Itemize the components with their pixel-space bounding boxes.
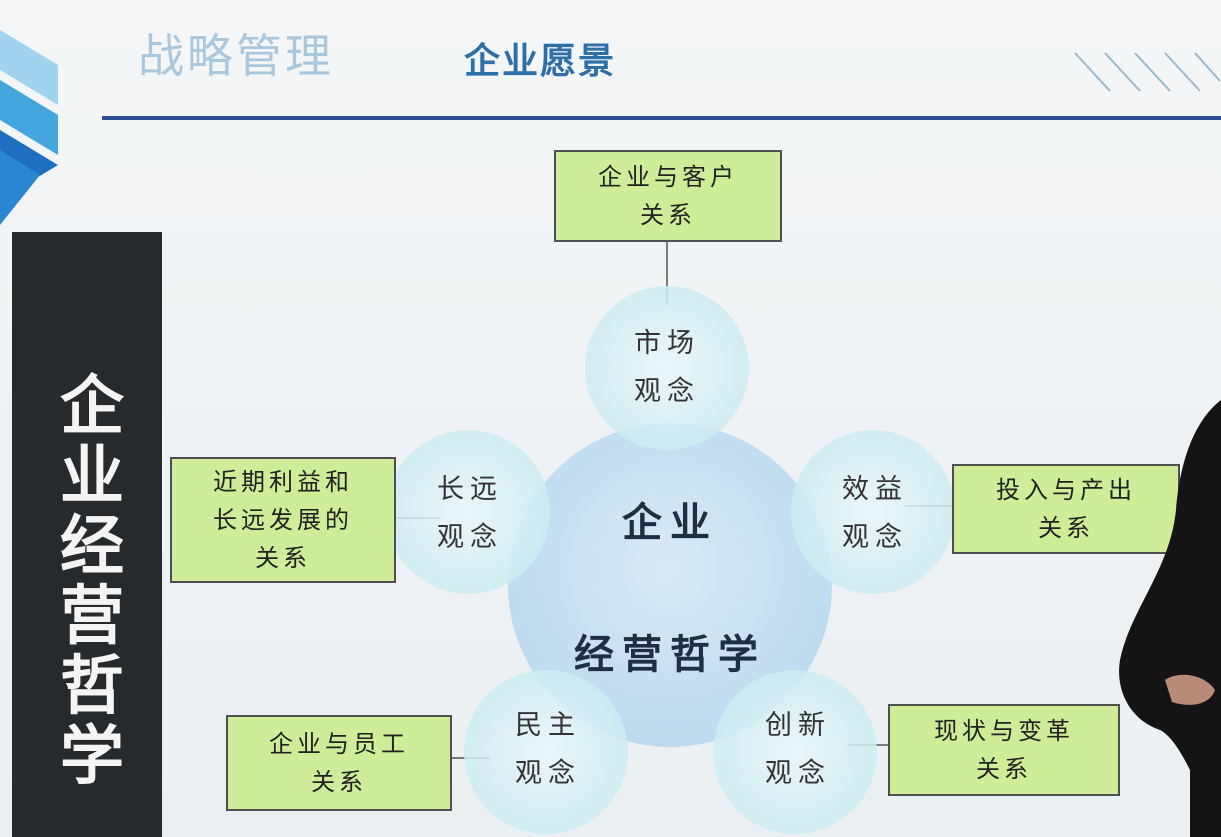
concept-label-line: 观念 bbox=[515, 758, 581, 789]
relation-box-input-output: 投入与产出 关系 bbox=[952, 464, 1180, 554]
concept-label-line: 观念 bbox=[765, 758, 831, 789]
concept-circle-innovation bbox=[713, 670, 877, 834]
center-circle bbox=[508, 423, 832, 747]
relation-line: 关系 bbox=[1038, 514, 1094, 542]
relation-box-employee: 企业与员工 关系 bbox=[226, 715, 452, 811]
concept-circle-democracy bbox=[464, 670, 628, 834]
relation-line: 企业与客户 bbox=[598, 163, 738, 191]
side-label-char: 哲 bbox=[60, 650, 124, 724]
concept-label-line: 效益 bbox=[842, 474, 908, 505]
side-label-char: 业 bbox=[60, 440, 124, 514]
header-divider bbox=[102, 116, 1221, 120]
relation-box-customer: 企业与客户 关系 bbox=[554, 150, 782, 242]
concept-circle-longterm bbox=[386, 430, 550, 594]
page-subtitle: 企业愿景 bbox=[464, 41, 617, 82]
relation-line: 近期利益和 bbox=[213, 468, 353, 496]
side-label-char: 经 bbox=[60, 510, 124, 584]
relation-line: 关系 bbox=[255, 544, 311, 572]
relation-line: 企业与员工 bbox=[269, 730, 409, 758]
relation-line: 关系 bbox=[311, 768, 367, 796]
center-label-line1: 企业 bbox=[622, 499, 718, 546]
page-title: 战略管理 bbox=[138, 29, 334, 83]
concept-label-line: 创新 bbox=[765, 710, 831, 741]
center-label: 企业 经营哲学 bbox=[540, 490, 800, 680]
side-label: 企 业 经 营 哲 学 bbox=[42, 372, 142, 792]
concept-label-line: 市场 bbox=[634, 328, 700, 359]
relation-line: 关系 bbox=[640, 201, 696, 229]
relation-line: 长远发展的 bbox=[213, 506, 353, 534]
side-label-char: 营 bbox=[60, 580, 124, 654]
concept-label-line: 民主 bbox=[515, 710, 581, 741]
concept-label-longterm: 长远 观念 bbox=[410, 460, 530, 568]
relation-line: 现状与变革 bbox=[934, 717, 1074, 745]
side-label-char: 学 bbox=[60, 720, 124, 794]
concept-label-line: 长远 bbox=[437, 474, 503, 505]
concept-label-line: 观念 bbox=[634, 376, 700, 407]
concept-circle-benefit bbox=[791, 430, 955, 594]
relation-box-short-long-term: 近期利益和 长远发展的 关系 bbox=[170, 457, 396, 583]
center-label-line2: 经营哲学 bbox=[574, 631, 766, 678]
side-label-char: 企 bbox=[60, 370, 124, 444]
side-panel bbox=[12, 232, 162, 837]
logo-chevrons-icon bbox=[0, 30, 58, 225]
concept-label-market: 市场 观念 bbox=[607, 314, 727, 422]
concept-label-line: 观念 bbox=[437, 522, 503, 553]
concept-circle-market bbox=[585, 286, 749, 450]
concept-label-line: 观念 bbox=[842, 522, 908, 553]
concept-label-benefit: 效益 观念 bbox=[815, 460, 935, 568]
relation-line: 投入与产出 bbox=[996, 476, 1136, 504]
decorative-stripes-icon bbox=[1074, 52, 1220, 92]
relation-line: 关系 bbox=[976, 755, 1032, 783]
concept-label-democracy: 民主 观念 bbox=[488, 696, 608, 804]
presenter-figure bbox=[1119, 400, 1221, 837]
relation-box-status-change: 现状与变革 关系 bbox=[888, 704, 1120, 796]
concept-label-innovation: 创新 观念 bbox=[738, 696, 858, 804]
